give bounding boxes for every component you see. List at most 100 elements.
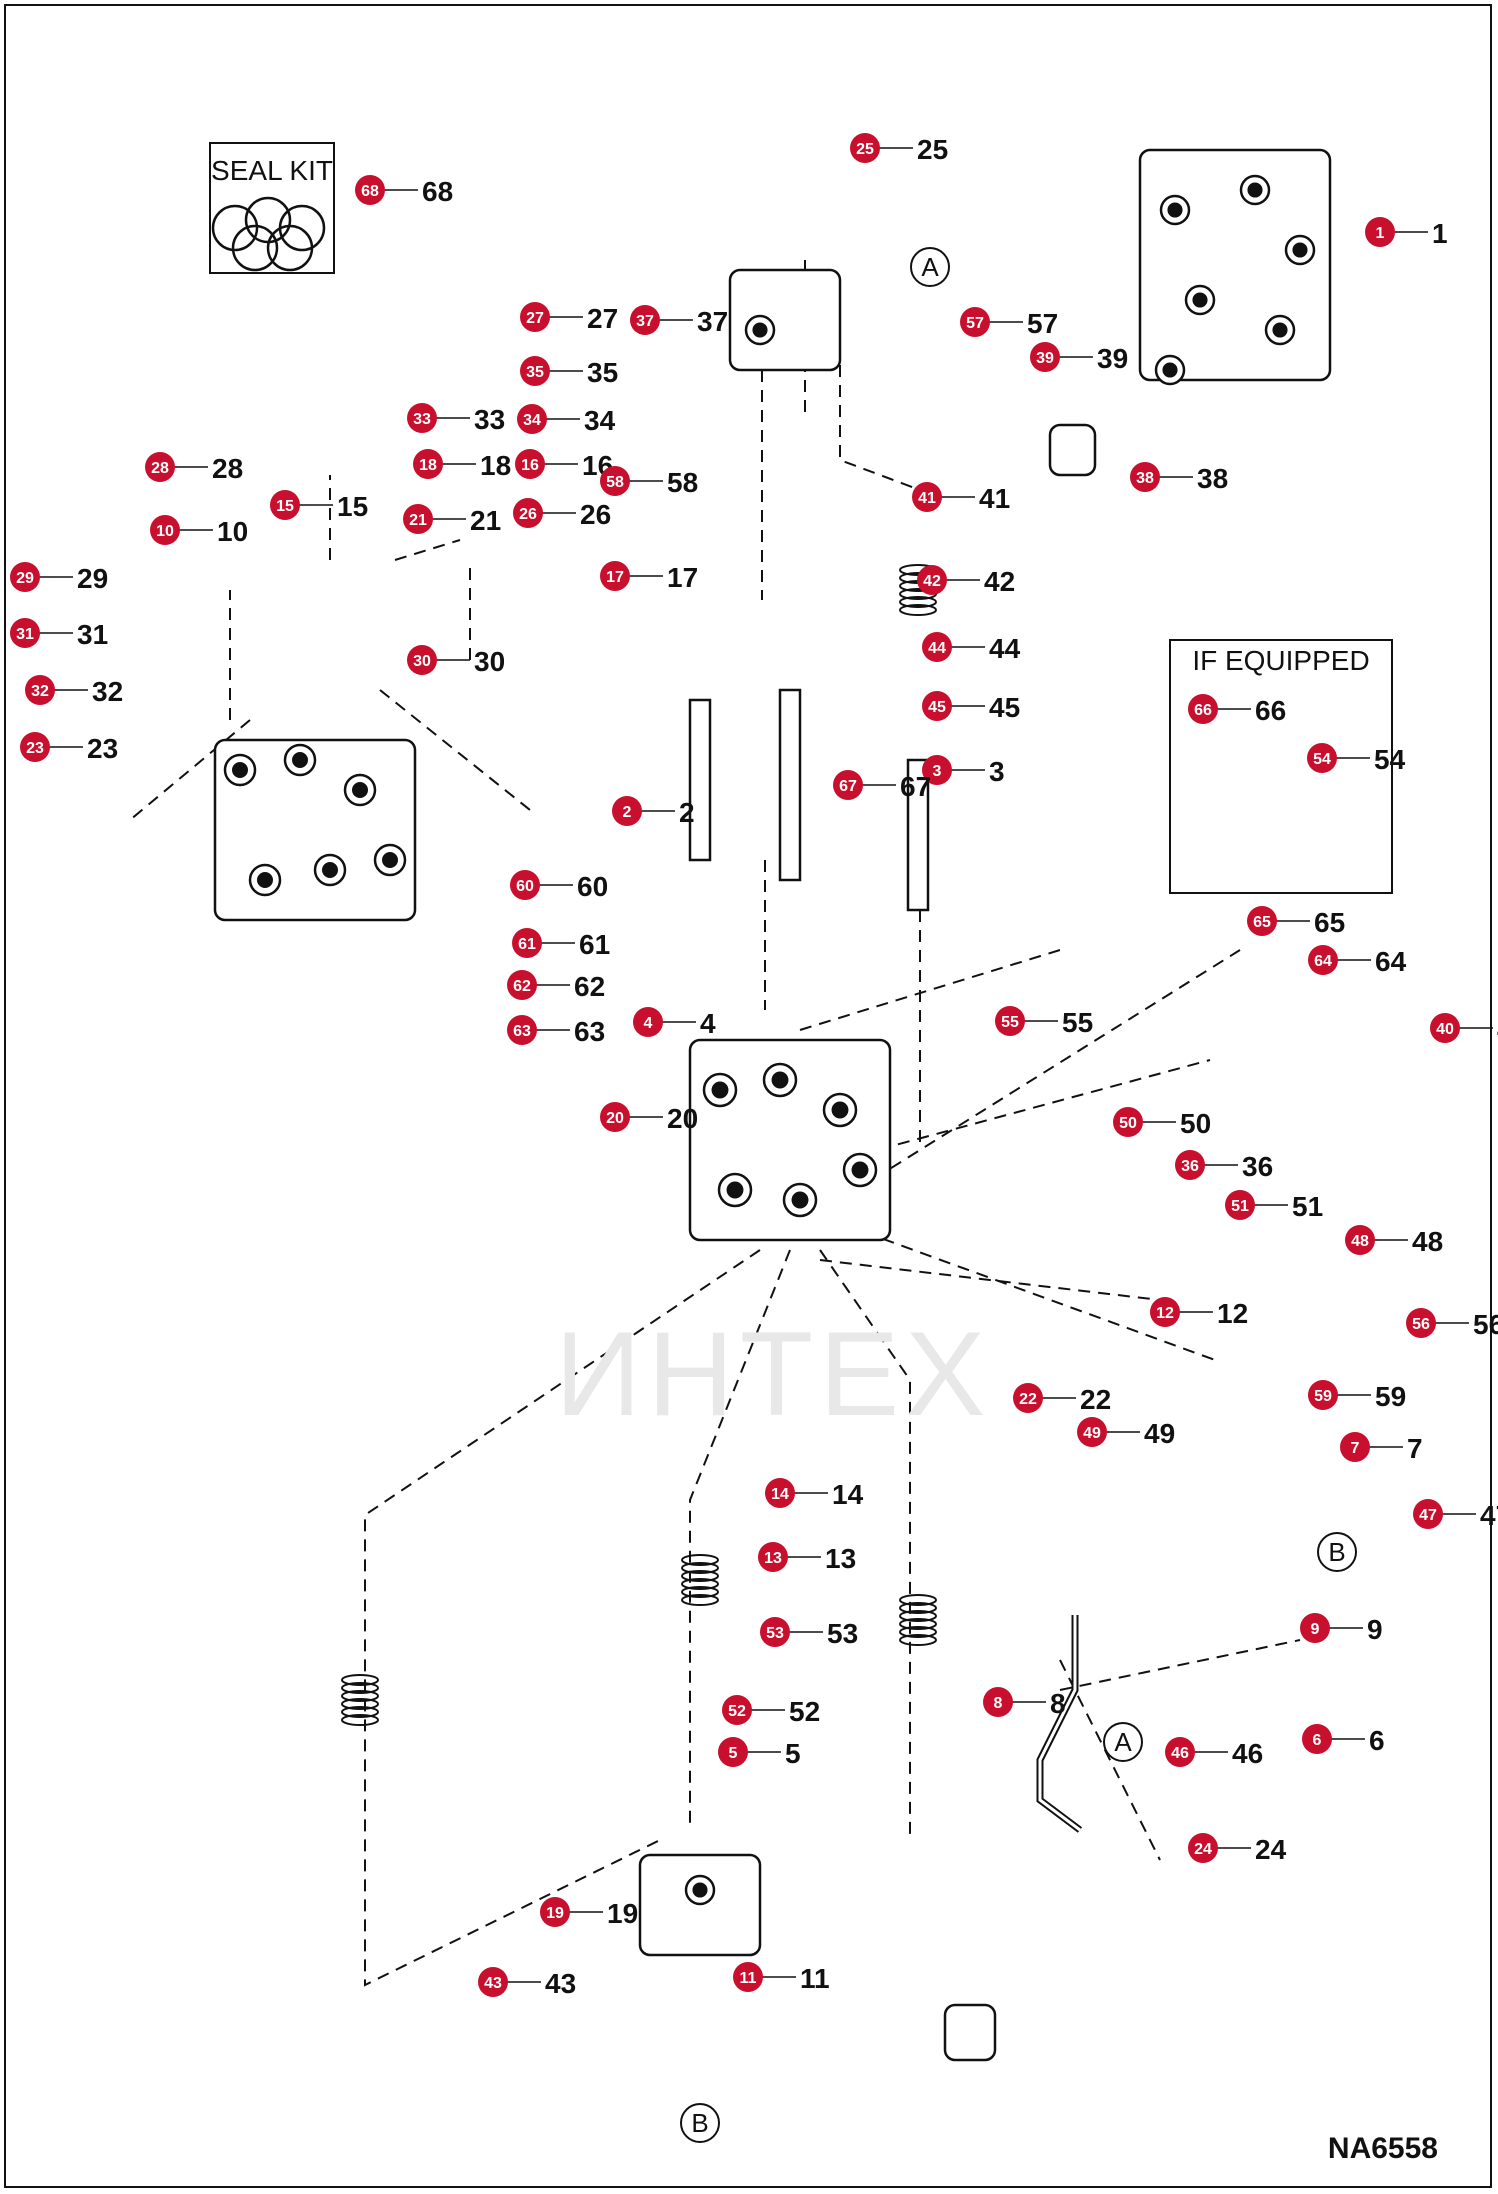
svg-text:33: 33 (474, 404, 505, 435)
valve-port-bore (831, 1101, 849, 1119)
svg-text:7: 7 (1351, 1440, 1360, 1457)
svg-text:31: 31 (16, 626, 34, 643)
spring (899, 596, 937, 608)
svg-text:12: 12 (1156, 1305, 1174, 1322)
svg-text:52: 52 (728, 1703, 746, 1720)
svg-text:15: 15 (337, 491, 368, 522)
valve-port-bore (1192, 292, 1208, 308)
valve-port-bore (726, 1181, 744, 1199)
if-equipped-box (1169, 639, 1393, 894)
svg-text:48: 48 (1412, 1226, 1443, 1257)
spring (681, 1578, 719, 1590)
svg-text:17: 17 (667, 562, 698, 593)
svg-text:35: 35 (587, 357, 618, 388)
valve-port-bore (711, 1081, 729, 1099)
svg-text:49: 49 (1083, 1425, 1101, 1442)
view-marker-b: B (1317, 1532, 1357, 1572)
spring (899, 1634, 937, 1646)
svg-text:58: 58 (667, 467, 698, 498)
svg-text:57: 57 (966, 315, 984, 332)
svg-text:21: 21 (409, 512, 427, 529)
view-marker-a: A (910, 247, 950, 287)
callout-38: 38 38 (1130, 462, 1228, 494)
leader-line (379, 689, 531, 811)
leader-line (394, 539, 461, 561)
callout-40: 4040 (1430, 1013, 1498, 1045)
svg-text:14: 14 (771, 1486, 789, 1503)
svg-text:29: 29 (16, 570, 34, 587)
svg-text:11: 11 (740, 1970, 757, 1987)
svg-text:45: 45 (989, 692, 1020, 723)
svg-text:2: 2 (679, 797, 695, 828)
callout-48: 48 48 (1345, 1225, 1443, 1257)
svg-text:41: 41 (979, 483, 1010, 514)
svg-text:63: 63 (574, 1016, 605, 1047)
svg-text:66: 66 (1194, 702, 1212, 719)
end-cap-port-bore (752, 322, 768, 338)
svg-text:62: 62 (574, 971, 605, 1002)
svg-text:6: 6 (1369, 1725, 1385, 1756)
leader-line (844, 1224, 1216, 1361)
svg-text:50: 50 (1180, 1108, 1211, 1139)
valve-port-bore (382, 852, 398, 868)
svg-text:24: 24 (1255, 1834, 1287, 1865)
drawing-number: NA6558 (1327, 2132, 1438, 2165)
svg-text:10: 10 (217, 516, 248, 547)
svg-text:38: 38 (1197, 463, 1228, 494)
svg-text:44: 44 (989, 633, 1021, 664)
valve-port-bore (1292, 242, 1308, 258)
spring (681, 1570, 719, 1582)
svg-text:60: 60 (516, 878, 534, 895)
svg-text:43: 43 (484, 1975, 502, 1992)
svg-text:65: 65 (1253, 914, 1271, 931)
svg-text:48: 48 (1351, 1233, 1369, 1250)
svg-text:39: 39 (1097, 343, 1128, 374)
svg-text:16: 16 (521, 457, 539, 474)
leader-line (839, 1059, 1211, 1161)
svg-text:23: 23 (87, 733, 118, 764)
svg-text:42: 42 (984, 566, 1015, 597)
spring (681, 1562, 719, 1574)
valve-port-bore (771, 1071, 789, 1089)
svg-text:33: 33 (413, 411, 431, 428)
view-marker-a: A (1103, 1722, 1143, 1762)
svg-text:1: 1 (1432, 218, 1448, 249)
svg-text:B: B (1328, 1537, 1345, 1567)
leader-line (799, 949, 1061, 1031)
svg-text:27: 27 (526, 310, 544, 327)
svg-text:25: 25 (917, 134, 948, 165)
svg-text:37: 37 (636, 313, 654, 330)
spring (341, 1690, 379, 1702)
svg-text:A: A (1114, 1727, 1132, 1757)
svg-text:1: 1 (1376, 225, 1385, 242)
svg-text:A: A (921, 252, 939, 282)
svg-text:53: 53 (827, 1618, 858, 1649)
svg-text:19: 19 (546, 1905, 564, 1922)
svg-text:40: 40 (1436, 1021, 1454, 1038)
svg-text:38: 38 (1136, 470, 1154, 487)
svg-text:59: 59 (1375, 1381, 1406, 1412)
spool (906, 758, 930, 912)
svg-text:59: 59 (1314, 1388, 1332, 1405)
svg-text:51: 51 (1231, 1198, 1249, 1215)
seal-kit-oring (266, 224, 314, 272)
svg-text:3: 3 (989, 756, 1005, 787)
leader-line (364, 1249, 761, 1987)
svg-text:5: 5 (729, 1745, 738, 1762)
